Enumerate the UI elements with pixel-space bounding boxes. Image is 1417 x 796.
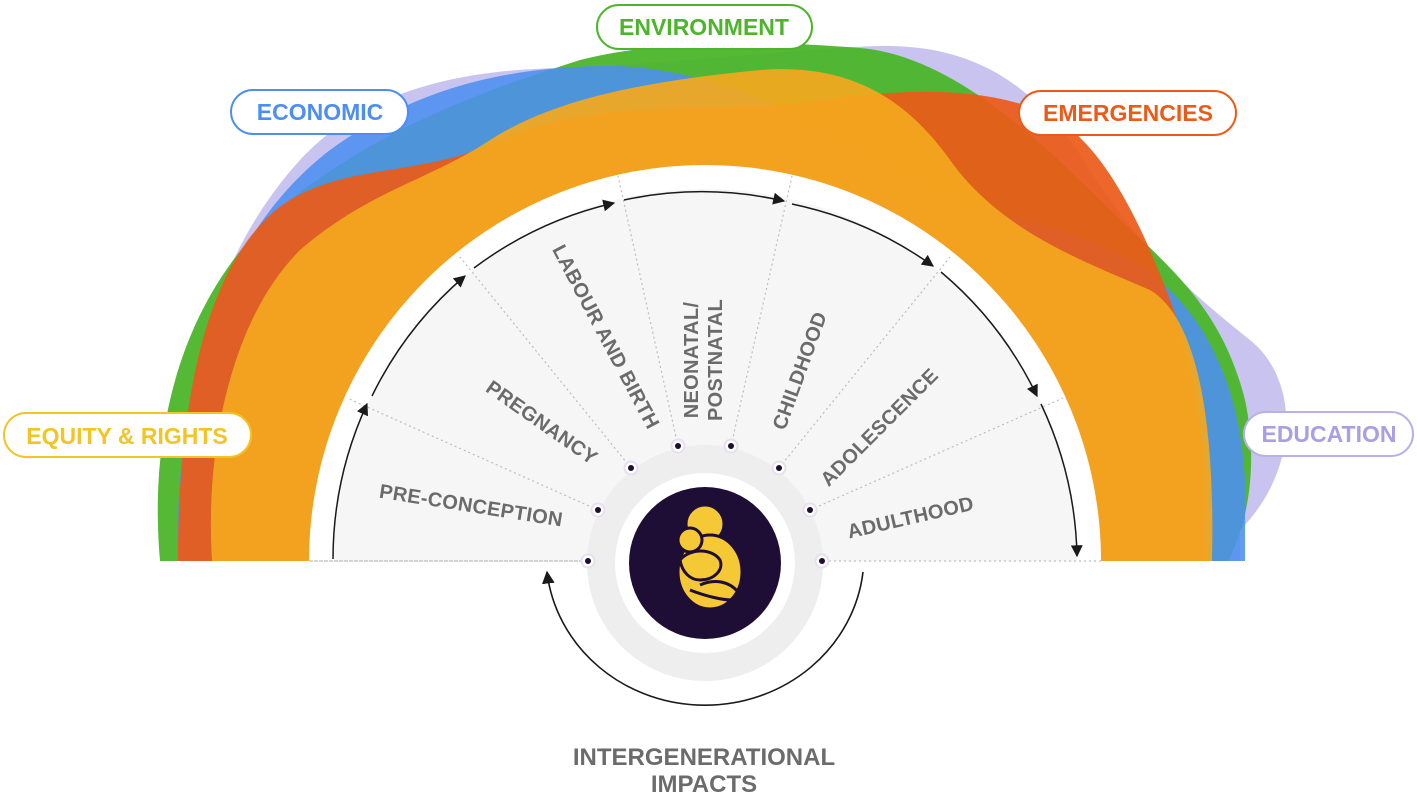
stage-postnatal: POSTNATAL bbox=[705, 299, 727, 421]
arrow-adulthood bbox=[1040, 403, 1083, 558]
hub-dots bbox=[580, 438, 830, 569]
pill-environment: ENVIRONMENT bbox=[596, 4, 813, 50]
footer-line1: INTERGENERATIONAL bbox=[573, 744, 835, 771]
pill-emergencies: EMERGENCIES bbox=[1018, 90, 1237, 136]
hub-dot bbox=[771, 460, 787, 476]
pill-equity-label: EQUITY & RIGHTS bbox=[26, 423, 228, 449]
arrow-childhood bbox=[791, 203, 934, 267]
inner-wheel bbox=[333, 189, 1077, 561]
mother-child-icon bbox=[676, 503, 744, 611]
pill-environment-label: ENVIRONMENT bbox=[619, 14, 789, 40]
hub-dot bbox=[814, 553, 830, 569]
pill-economic: ECONOMIC bbox=[230, 89, 409, 135]
intergenerational-arrow bbox=[542, 570, 864, 706]
hub-dot bbox=[580, 553, 596, 569]
arrow-labour bbox=[473, 199, 616, 269]
progression-arrows bbox=[332, 191, 1083, 560]
arrow-pregnancy bbox=[371, 275, 466, 397]
hub-dot bbox=[723, 438, 739, 454]
hub-dot bbox=[623, 460, 639, 476]
pill-economic-label: ECONOMIC bbox=[257, 99, 384, 125]
hub-dot bbox=[590, 502, 606, 518]
stage-neonatal: NEONATAL/ bbox=[681, 302, 703, 419]
pill-education-label: EDUCATION bbox=[1261, 421, 1396, 447]
hub-dot bbox=[802, 502, 818, 518]
footer-line2: IMPACTS bbox=[651, 771, 757, 796]
hub-dot bbox=[670, 438, 686, 454]
pill-emergencies-label: EMERGENCIES bbox=[1043, 100, 1213, 126]
pill-equity: EQUITY & RIGHTS bbox=[3, 412, 252, 458]
arrow-adolescence bbox=[940, 271, 1038, 398]
arrow-preconception bbox=[332, 402, 368, 560]
arrow-neonatal bbox=[623, 191, 786, 205]
pill-education: EDUCATION bbox=[1243, 411, 1414, 457]
